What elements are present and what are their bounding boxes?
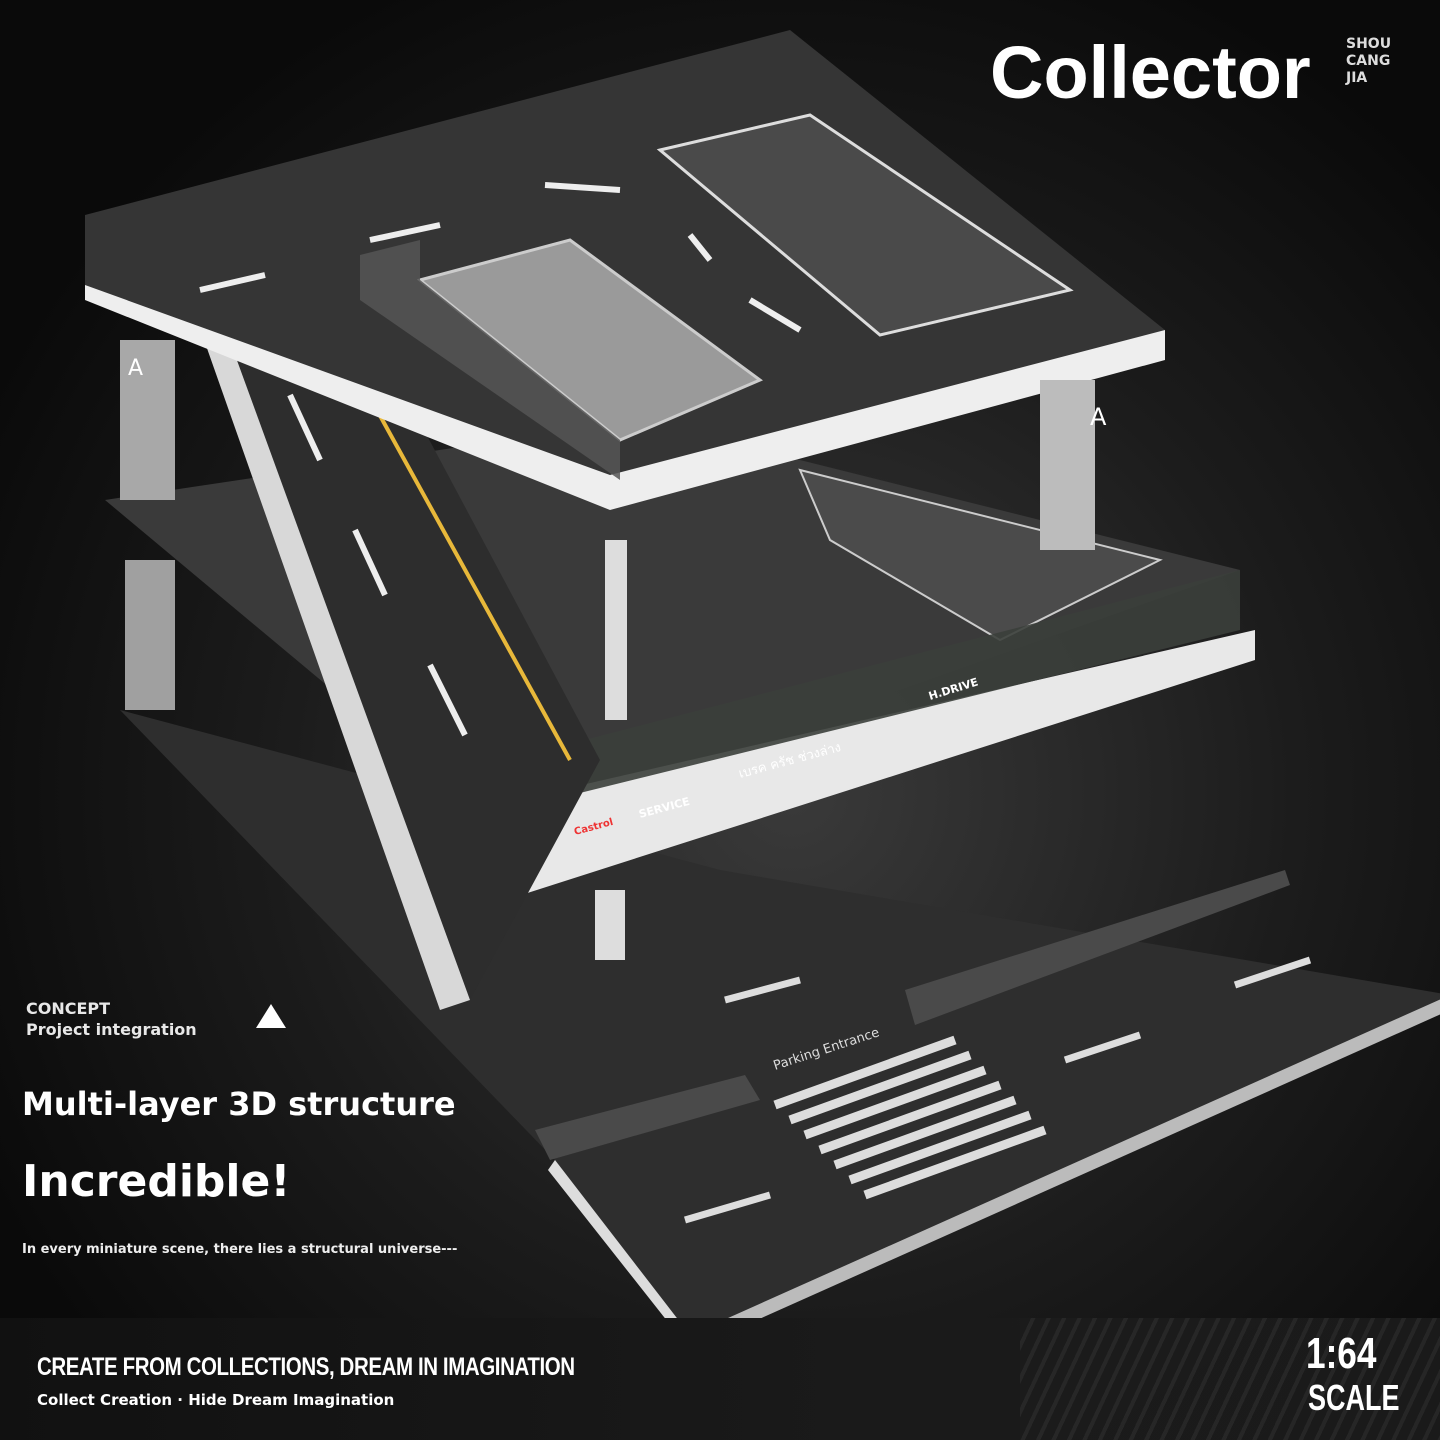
exclaim-heading: Incredible!	[22, 1156, 291, 1207]
scale-value: 1:64	[1306, 1329, 1377, 1378]
brand-sub-line: JIA	[1346, 70, 1368, 86]
brand-subtitle: SHOU CANG JIA	[1346, 36, 1391, 87]
stripe-pattern	[1020, 1318, 1440, 1440]
top-level: A A	[85, 30, 1165, 710]
pillar-label-left: A	[128, 356, 143, 381]
brand-logo: Collector	[990, 31, 1311, 114]
concept-title: CONCEPT	[26, 999, 111, 1018]
pillar-label: A	[1090, 403, 1107, 431]
footer-sub-slogan: Collect Creation · Hide Dream Imaginatio…	[37, 1391, 395, 1409]
concept-subtitle: Project integration	[26, 1020, 197, 1039]
scale-label: SCALE	[1308, 1377, 1400, 1418]
footer-slogan: CREATE FROM COLLECTIONS, DREAM IN IMAGIN…	[37, 1353, 575, 1381]
headline: Multi-layer 3D structure	[22, 1085, 456, 1123]
brand-sub-line: SHOU	[1346, 36, 1392, 52]
crosswalk	[773, 1035, 1047, 1200]
pillar	[1040, 380, 1095, 550]
tagline: In every miniature scene, there lies a s…	[22, 1242, 458, 1257]
footer-bar	[0, 1318, 1440, 1440]
brand-sub-line: CANG	[1346, 53, 1391, 69]
concept-block: CONCEPT Project integration	[26, 998, 197, 1040]
triangle-icon	[256, 1004, 286, 1028]
